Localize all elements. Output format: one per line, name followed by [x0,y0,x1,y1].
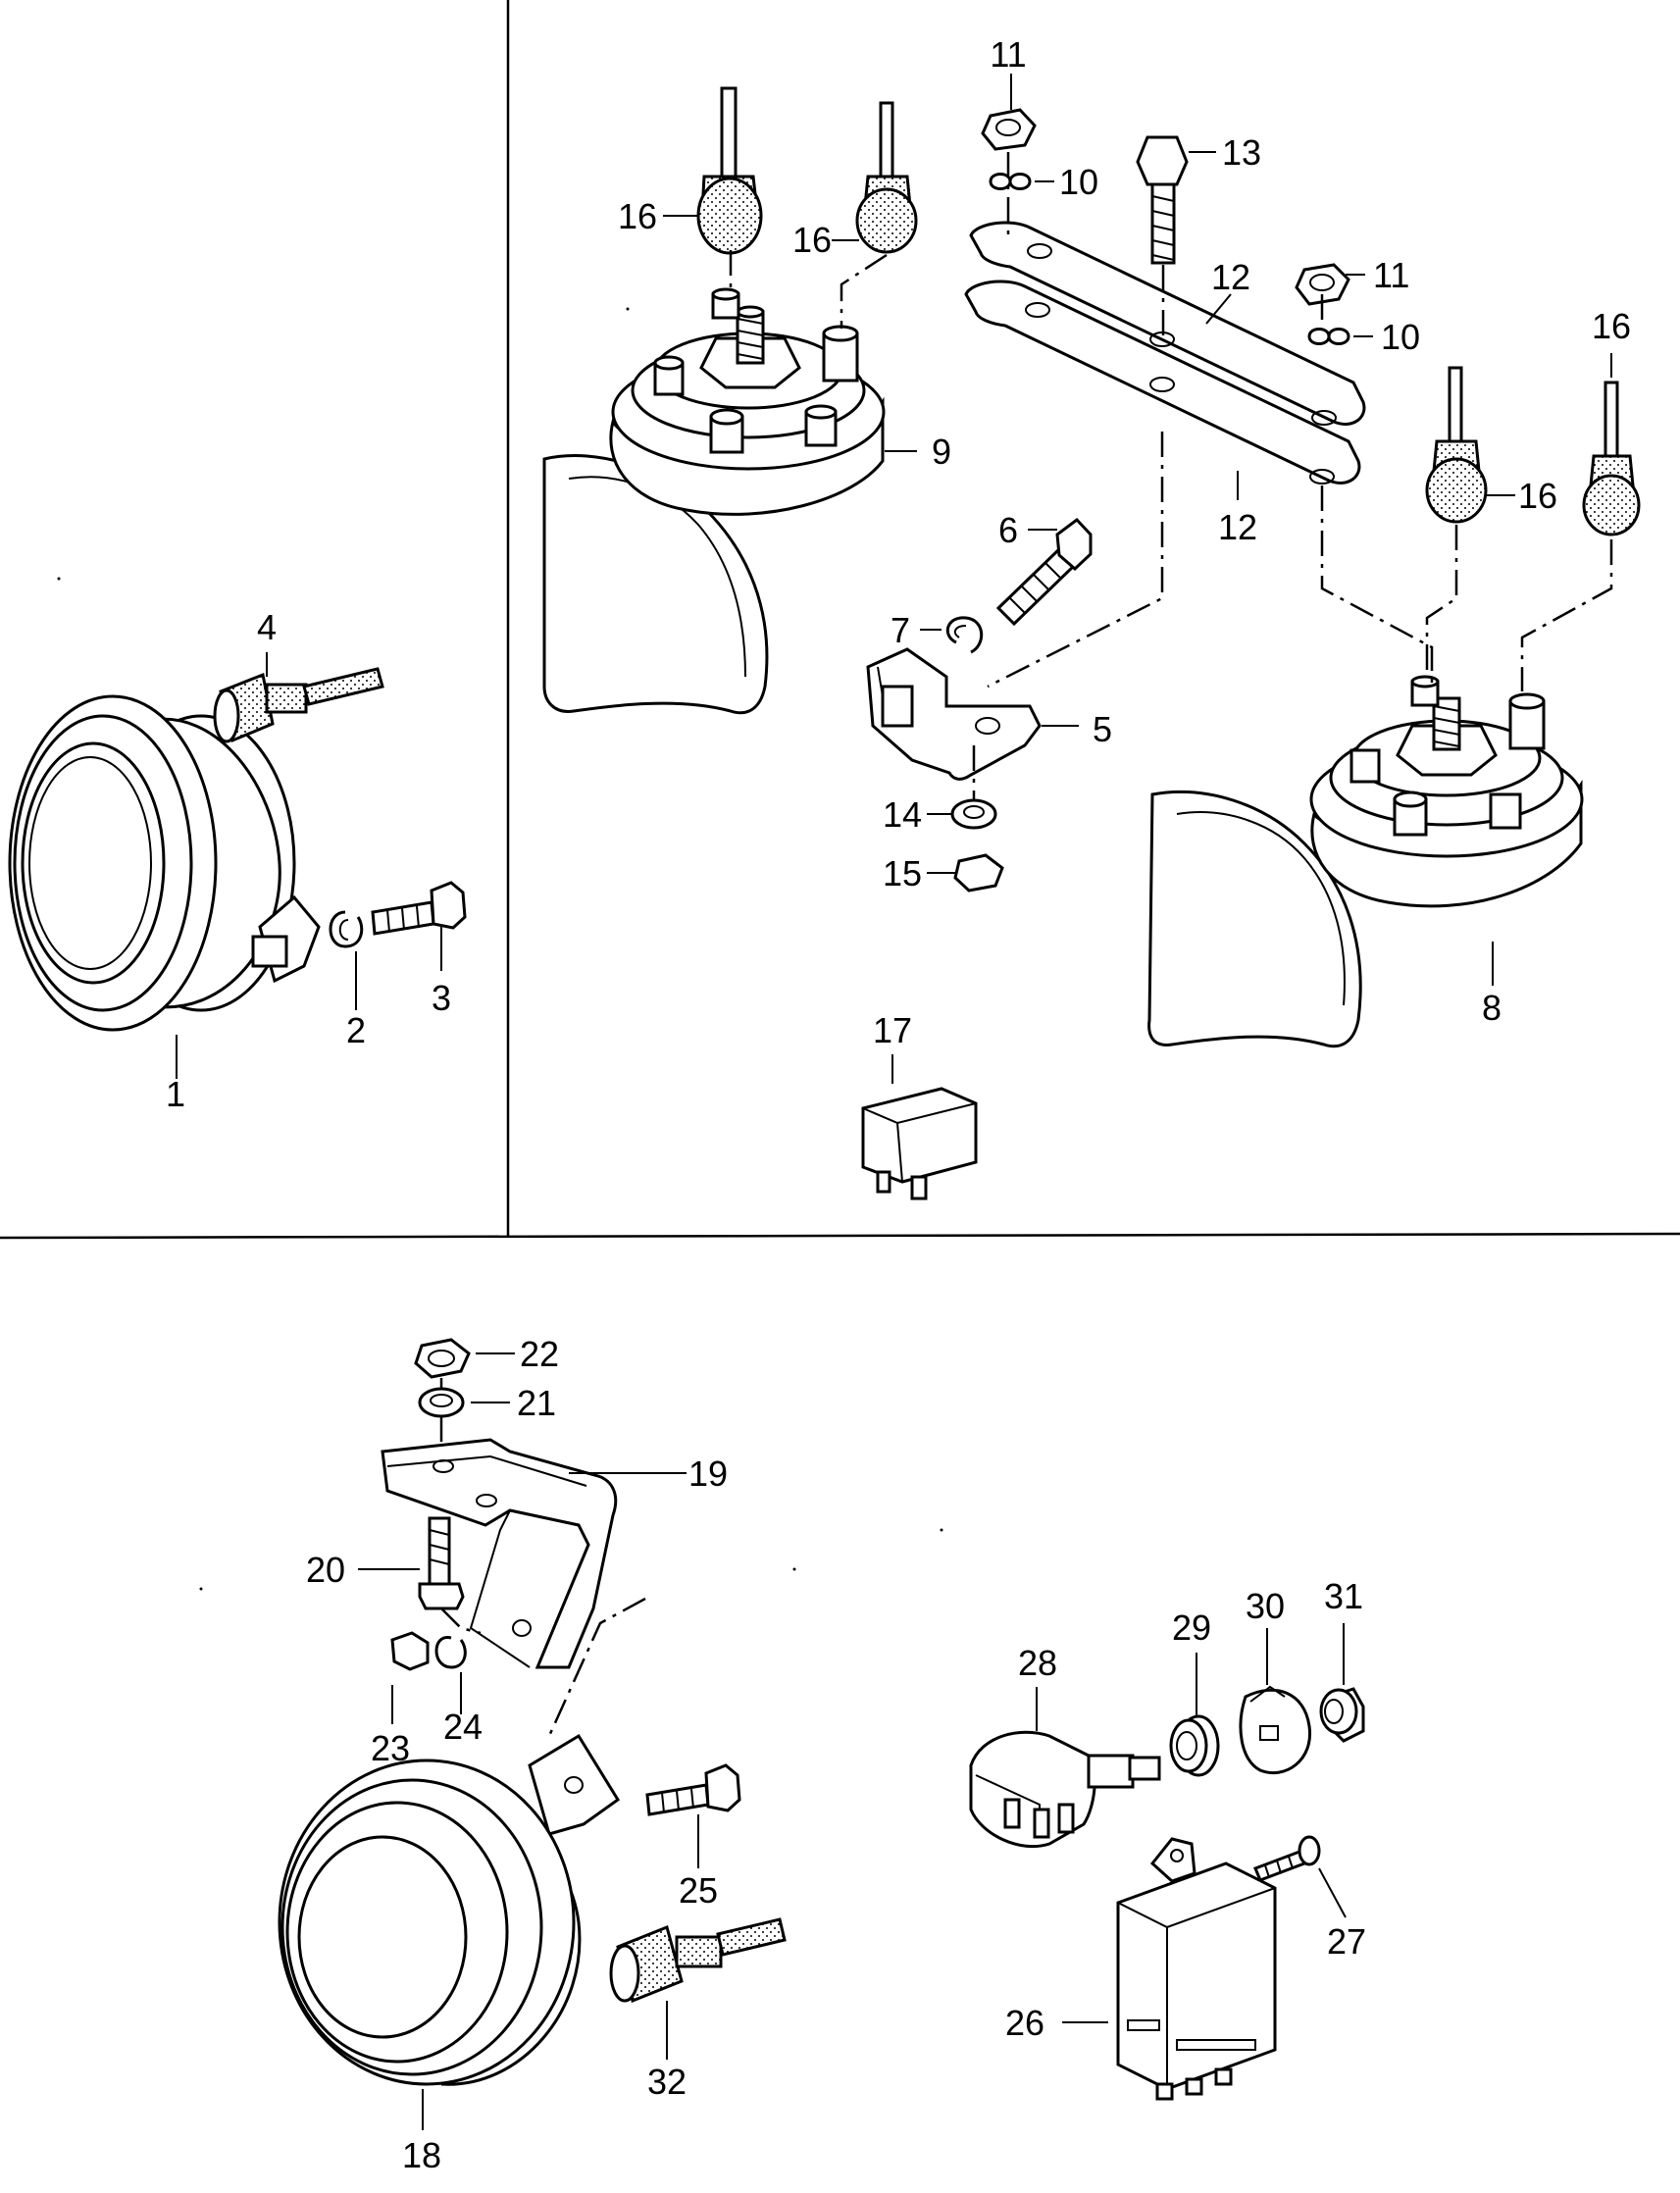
callout-12-bottom: 12 [1218,507,1257,547]
assembly-lines-bottom [439,1378,646,1737]
switch-28 [969,1730,1161,1849]
nut-11-right [1295,263,1350,306]
connector-32 [609,1917,787,2004]
callout-11-right: 11 [1373,255,1409,295]
nut-11-top [981,108,1037,151]
callout-1: 1 [166,1074,185,1114]
callout-6: 6 [998,510,1018,550]
connector-16-right-pair [1425,366,1641,536]
callout-29: 29 [1172,1607,1211,1648]
callout-labels: 1 2 3 4 5 6 7 8 9 10 10 11 11 12 12 13 1… [166,34,1631,2175]
horn-9-snail [542,287,886,715]
callout-28: 28 [1018,1643,1057,1683]
washer-7 [945,616,984,654]
leader-lines [176,74,1612,2130]
lock-washer-2 [329,910,364,948]
callout-26: 26 [1005,2003,1044,2043]
nut-15 [953,853,1004,892]
callout-10-right: 10 [1381,317,1420,357]
knob-31 [1319,1687,1365,1743]
callout-7: 7 [891,610,910,650]
bracket-5 [866,647,1042,781]
callout-2: 2 [346,1010,366,1050]
control-unit-26 [1116,1837,1277,2101]
connector-16-left-pair [696,86,918,255]
callout-30: 30 [1246,1586,1285,1626]
horizontal-divider [0,1232,1680,1240]
bolt-6 [995,517,1093,627]
callout-16-d: 16 [1592,306,1631,346]
callout-18: 18 [402,2135,441,2175]
callout-10-top: 10 [1059,162,1098,202]
bolt-20 [418,1516,465,1610]
callout-4: 4 [257,607,277,647]
callout-24: 24 [443,1707,483,1747]
callout-11-top: 11 [990,34,1026,75]
callout-8: 8 [1482,988,1502,1028]
callout-15: 15 [883,853,922,893]
screw-27 [1253,1835,1321,1882]
bracket-19 [381,1438,618,1669]
assembly-lines-top [729,152,1613,799]
callout-3: 3 [432,978,451,1018]
horn-8-snail [1147,675,1584,1048]
callout-23: 23 [371,1728,410,1768]
cap-30 [1239,1685,1311,1775]
callout-12-top: 12 [1211,257,1250,297]
grommet-29 [1169,1714,1220,1777]
callout-19: 19 [688,1454,728,1494]
callout-27: 27 [1327,1921,1366,1962]
connector-4 [213,667,384,743]
nut-23 [390,1631,430,1671]
callout-16-c: 16 [1518,476,1557,516]
callout-17: 17 [873,1010,912,1050]
callout-16-a: 16 [618,196,657,236]
horn-1-round [8,694,321,1032]
callout-25: 25 [679,1870,718,1911]
bolt-25 [645,1763,741,1816]
callout-31: 31 [1324,1576,1363,1616]
callout-22: 22 [520,1334,559,1374]
callout-21: 21 [517,1383,556,1423]
callout-16-b: 16 [792,220,832,260]
callout-13: 13 [1222,132,1261,173]
washer-24 [434,1636,467,1669]
small-dots [57,307,943,1591]
horn-18-round [278,1733,621,2086]
bolt-13 [1136,135,1189,265]
nut-22 [414,1338,471,1379]
washer-10-top [989,173,1032,190]
relay-17 [861,1087,978,1200]
washer-21 [418,1387,465,1418]
section-dividers [0,0,1680,1240]
callout-9: 9 [932,432,951,472]
callout-5: 5 [1093,709,1112,749]
callout-20: 20 [306,1550,345,1590]
callout-14: 14 [883,794,922,835]
bolt-3 [371,881,467,936]
strap-12-pair [964,221,1366,484]
washer-10-right [1307,328,1350,345]
lock-washer-14 [950,798,997,830]
callout-32: 32 [647,2062,687,2102]
